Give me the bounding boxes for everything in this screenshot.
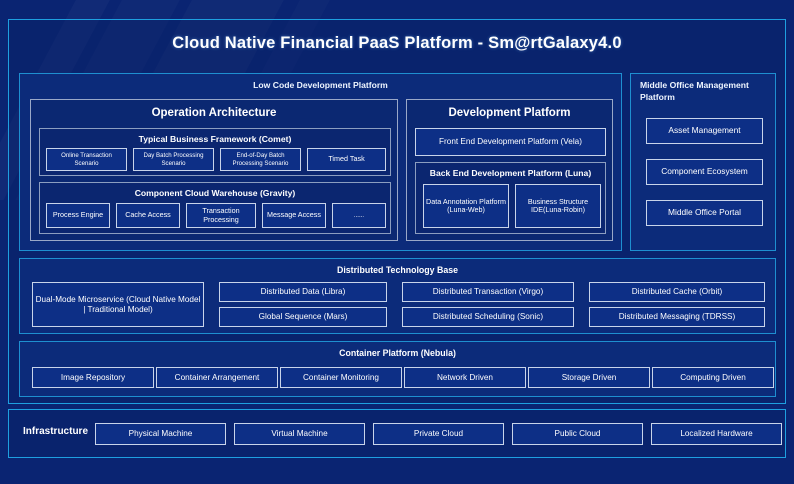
chip-container-monitoring[interactable]: Container Monitoring (280, 367, 402, 388)
chip-distributed-messaging[interactable]: Distributed Messaging (TDRSS) (589, 307, 765, 327)
chip-physical-machine[interactable]: Physical Machine (95, 423, 226, 445)
middle-office-management-panel: Middle Office Management Platform Asset … (630, 73, 776, 251)
operation-architecture-panel: Operation Architecture Typical Business … (30, 99, 398, 241)
chip-online-transaction-scenario[interactable]: Online Transaction Scenario (46, 148, 127, 171)
chip-distributed-cache[interactable]: Distributed Cache (Orbit) (589, 282, 765, 302)
typical-business-framework-group: Typical Business Framework (Comet) Onlin… (39, 128, 391, 176)
chip-virtual-machine[interactable]: Virtual Machine (234, 423, 365, 445)
chip-container-arrangement[interactable]: Container Arrangement (156, 367, 278, 388)
back-end-heading: Back End Development Platform (Luna) (429, 168, 592, 178)
chip-data-annotation-platform[interactable]: Data Annotation Platform (Luna-Web) (423, 184, 509, 228)
chip-day-batch-processing-scenario[interactable]: Day Batch Processing Scenario (133, 148, 214, 171)
development-platform-panel: Development Platform Front End Developme… (406, 99, 613, 241)
chip-process-engine[interactable]: Process Engine (46, 203, 110, 228)
chip-distributed-scheduling[interactable]: Distributed Scheduling (Sonic) (402, 307, 574, 327)
chip-transaction-processing[interactable]: Transaction Processing (186, 203, 256, 228)
chip-localized-hardware[interactable]: Localized Hardware (651, 423, 782, 445)
chip-private-cloud[interactable]: Private Cloud (373, 423, 504, 445)
chip-dual-mode-microservice[interactable]: Dual-Mode Microservice (Cloud Native Mod… (32, 282, 204, 327)
chip-computing-driven[interactable]: Computing Driven (652, 367, 774, 388)
development-platform-heading: Development Platform (448, 107, 571, 119)
chip-asset-management[interactable]: Asset Management (646, 118, 763, 144)
chip-business-structure-ide[interactable]: Business Structure IDE(Luna-Robin) (515, 184, 601, 228)
chip-cache-access[interactable]: Cache Access (116, 203, 180, 228)
page-title: Cloud Native Financial PaaS Platform - S… (172, 34, 622, 52)
chip-global-sequence[interactable]: Global Sequence (Mars) (219, 307, 387, 327)
chip-storage-driven[interactable]: Storage Driven (528, 367, 650, 388)
infrastructure-label: Infrastructure (23, 426, 89, 437)
container-platform-panel: Container Platform (Nebula) Image Reposi… (19, 341, 776, 397)
infrastructure-frame: Infrastructure Physical Machine Virtual … (8, 409, 786, 458)
component-warehouse-heading: Component Cloud Warehouse (Gravity) (134, 188, 296, 198)
platform-main-frame: Cloud Native Financial PaaS Platform - S… (8, 19, 786, 404)
operation-architecture-heading: Operation Architecture (151, 107, 277, 119)
low-code-heading: Low Code Development Platform (253, 80, 388, 90)
chip-image-repository[interactable]: Image Repository (32, 367, 154, 388)
chip-distributed-data[interactable]: Distributed Data (Libra) (219, 282, 387, 302)
chip-end-of-day-batch-processing-scenario[interactable]: End-of-Day Batch Processing Scenario (220, 148, 301, 171)
low-code-development-platform-panel: Low Code Development Platform Operation … (19, 73, 622, 251)
component-cloud-warehouse-group: Component Cloud Warehouse (Gravity) Proc… (39, 182, 391, 234)
chip-public-cloud[interactable]: Public Cloud (512, 423, 643, 445)
back-end-development-platform-group: Back End Development Platform (Luna) Dat… (415, 162, 606, 234)
chip-component-ecosystem[interactable]: Component Ecosystem (646, 159, 763, 185)
middle-office-heading: Middle Office Management Platform (640, 80, 749, 102)
container-platform-heading: Container Platform (Nebula) (339, 348, 456, 358)
chip-network-driven[interactable]: Network Driven (404, 367, 526, 388)
chip-distributed-transaction[interactable]: Distributed Transaction (Virgo) (402, 282, 574, 302)
chip-more-ellipsis[interactable]: ...... (332, 203, 386, 228)
business-framework-heading: Typical Business Framework (Comet) (138, 134, 292, 144)
distributed-base-heading: Distributed Technology Base (336, 265, 459, 275)
chip-middle-office-portal[interactable]: Middle Office Portal (646, 200, 763, 226)
chip-front-end-development-platform[interactable]: Front End Development Platform (Vela) (415, 128, 606, 156)
chip-message-access[interactable]: Message Access (262, 203, 326, 228)
chip-timed-task[interactable]: Timed Task (307, 148, 386, 171)
distributed-technology-base-panel: Distributed Technology Base Dual-Mode Mi… (19, 258, 776, 334)
